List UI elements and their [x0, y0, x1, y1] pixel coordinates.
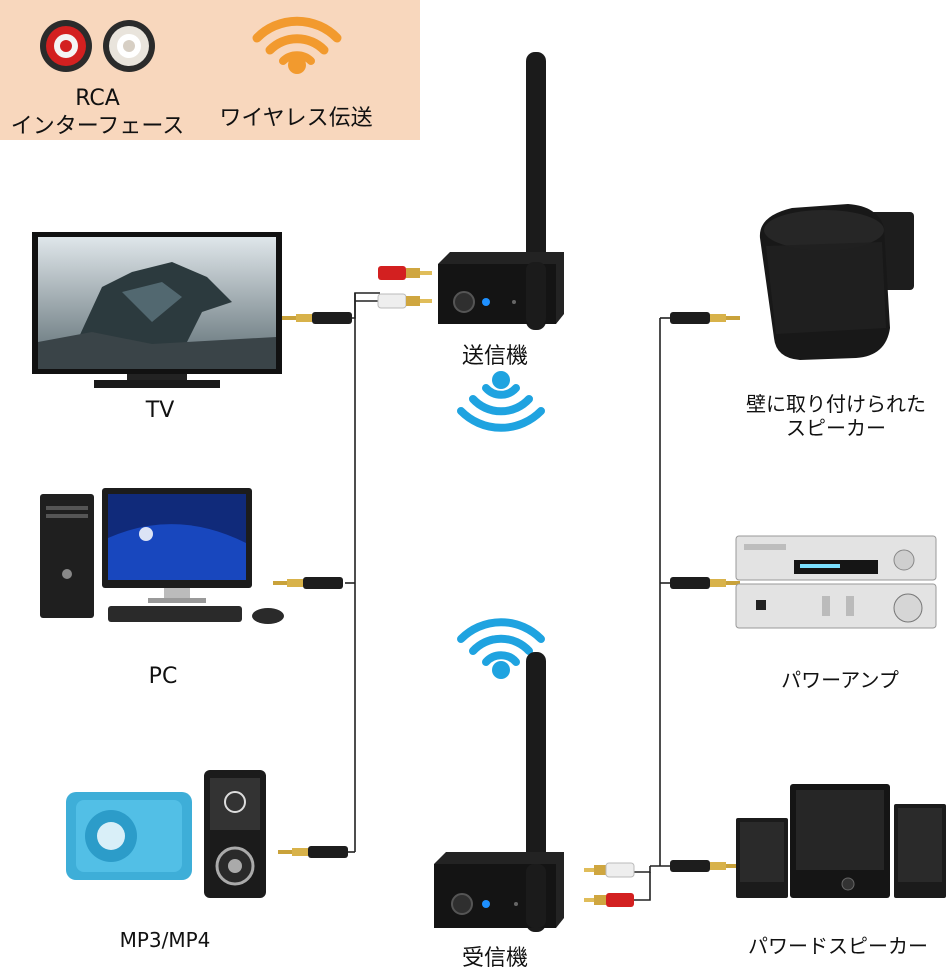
mp3-label: MP3/MP4 [119, 928, 211, 952]
power-amp-label: パワーアンプ [781, 668, 899, 692]
legend-rca-sublabel: インターフェース [10, 114, 185, 139]
receiver-label: 受信機 [461, 946, 528, 971]
transmitter-device [438, 52, 564, 330]
powered-speakers-label: パワードスピーカー [748, 934, 928, 958]
wall-speaker-sublabel: スピーカー [786, 416, 886, 440]
aux-plug-power-speaker-icon [670, 860, 740, 872]
aux-plug-speaker-icon [670, 312, 740, 324]
transmitter-label: 送信機 [461, 344, 528, 369]
mp3-player-image [66, 770, 266, 898]
aux-plug-pc-icon [273, 577, 343, 589]
wall-speaker-image [759, 204, 914, 360]
legend-rca-label: RCA [75, 86, 120, 111]
tv-image [32, 232, 282, 388]
tv-label: TV [145, 398, 175, 423]
powered-speakers-image [736, 784, 946, 898]
aux-plug-tv-icon [282, 312, 352, 324]
wifi-orange-icon [252, 16, 342, 74]
receiver-device [434, 652, 564, 932]
wall-speaker-label: 壁に取り付けられた [746, 392, 926, 416]
rca-plugs-receiver-icon [584, 862, 635, 907]
wifi-receive-icon [457, 618, 545, 679]
legend-wireless-label: ワイヤレス伝送 [219, 106, 373, 131]
power-amp-image [735, 535, 937, 629]
rca-plugs-transmitter-icon [377, 266, 432, 309]
pc-image [40, 488, 284, 624]
wifi-transmit-icon [457, 371, 545, 432]
aux-plug-amp-icon [670, 577, 740, 589]
rca-jack-white-icon [103, 20, 155, 72]
aux-plug-mp3-icon [278, 846, 348, 858]
pc-label: PC [148, 664, 178, 689]
rca-jack-red-icon [40, 20, 92, 72]
